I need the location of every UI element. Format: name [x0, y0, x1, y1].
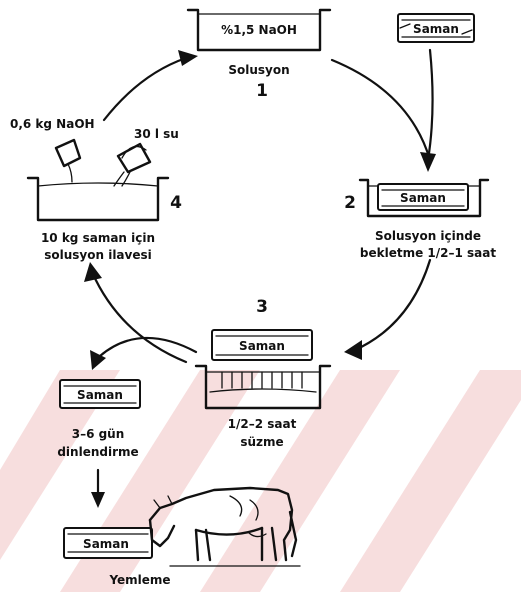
arrow-step4-to-step1	[104, 50, 198, 120]
arrow-step1-to-step2	[332, 60, 430, 160]
rest-bale-label: Saman	[77, 388, 123, 402]
feeding-bale-label: Saman	[83, 537, 129, 551]
water-bucket-icon	[114, 144, 150, 186]
step1-container: %1,5 NaOH	[188, 10, 330, 50]
step2-number: 2	[344, 193, 356, 213]
arrow-step2-to-step3	[344, 260, 430, 360]
step1-number: 1	[256, 81, 268, 101]
step1-caption: Solusyon	[228, 63, 289, 77]
rest-caption-line1: 3–6 gün	[72, 427, 125, 441]
step4-number: 4	[170, 193, 182, 213]
top-right-bale-label: Saman	[413, 22, 459, 36]
arrow-step3-to-step4	[84, 262, 186, 362]
step4-caption-line2: solusyon ilavesi	[44, 248, 152, 262]
rest-straw-bale: Saman	[60, 380, 140, 408]
step2-container: Saman	[360, 180, 488, 216]
step4-water-label: 30 l su	[134, 127, 179, 141]
step2-caption-line1: Solusyon içinde	[375, 229, 481, 243]
step3-bale-label: Saman	[239, 339, 285, 353]
naoh-cup-icon	[56, 140, 80, 182]
step3-number: 3	[256, 297, 268, 317]
step2-caption-line2: bekletme 1/2–1 saat	[360, 246, 496, 260]
top-right-straw-bale: Saman	[398, 14, 474, 42]
arrow-rest-to-feeding	[91, 470, 105, 508]
step1-container-label: %1,5 NaOH	[221, 23, 297, 37]
step3-caption-line1: 1/2–2 saat	[228, 417, 297, 431]
feeding-caption: Yemleme	[108, 573, 170, 587]
step4-caption-line1: 10 kg saman için	[41, 231, 155, 245]
step3-caption-line2: süzme	[240, 435, 283, 449]
step4-naoh-label: 0,6 kg NaOH	[10, 117, 95, 131]
feeding-straw-bale: Saman	[64, 528, 152, 558]
step4-container	[28, 178, 168, 220]
arrow-step3-to-rest	[90, 338, 196, 370]
step2-bale-label: Saman	[400, 191, 446, 205]
rest-caption-line2: dinlendirme	[57, 445, 138, 459]
